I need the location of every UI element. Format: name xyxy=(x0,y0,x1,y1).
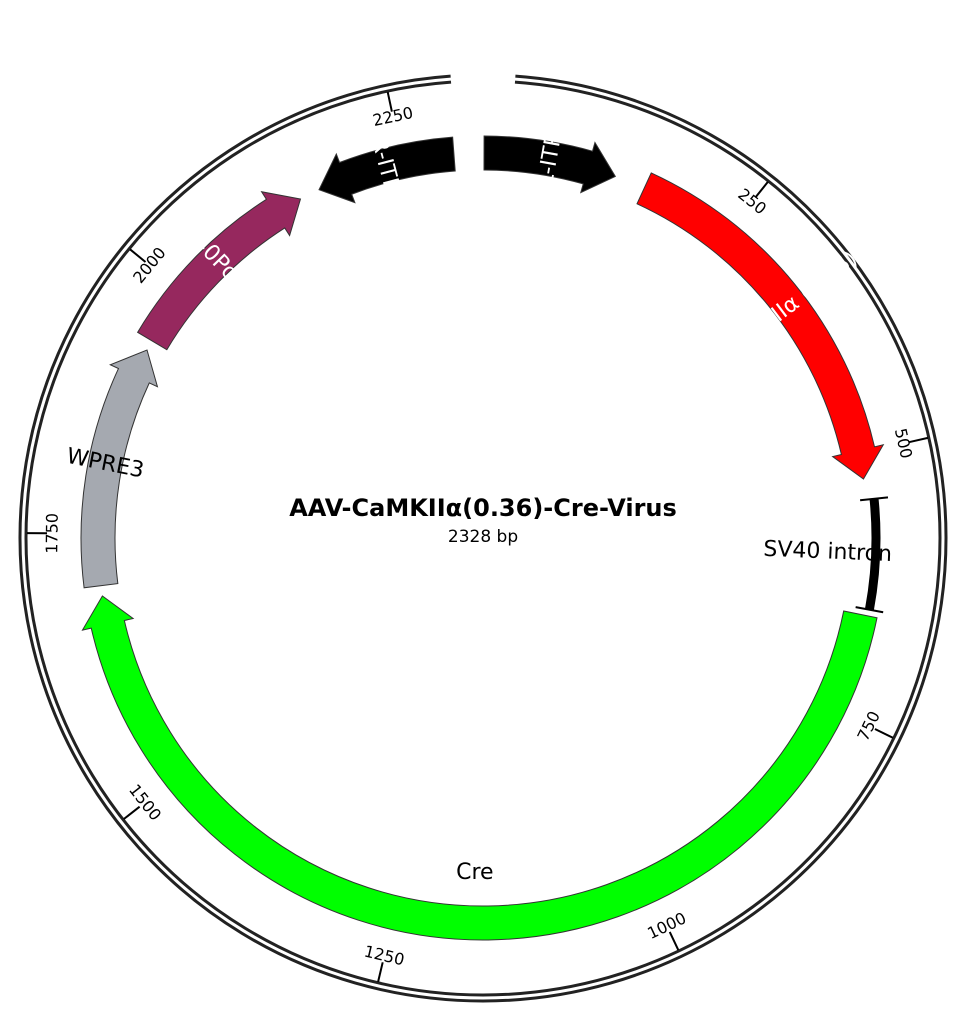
tick-mark xyxy=(908,436,929,444)
plasmid-name: AAV-CaMKIIα(0.36)-Cre-Virus xyxy=(289,494,677,522)
tick-label: 2250 xyxy=(371,103,415,130)
backbone-line xyxy=(24,80,942,997)
tick-label: 2000 xyxy=(129,243,169,287)
tick-mark xyxy=(754,181,769,199)
tick-label: 750 xyxy=(853,708,883,744)
tick-mark xyxy=(668,931,680,951)
sv40-intron-end-cap xyxy=(860,496,889,502)
sv40polya-feature xyxy=(136,191,302,351)
tick-mark xyxy=(874,728,894,739)
tick-label: 1000 xyxy=(644,908,689,943)
tick-mark xyxy=(129,248,147,263)
l-itr-feature xyxy=(483,135,617,194)
sv40-intron-label: SV40 intron xyxy=(763,537,893,567)
cre-feature xyxy=(81,595,878,941)
wpre3-feature xyxy=(80,349,159,589)
tick-mark xyxy=(123,805,141,820)
plasmid-length: 2328 bp xyxy=(448,527,518,547)
tick-label: 500 xyxy=(891,426,916,460)
camkiia-feature xyxy=(636,172,885,480)
cre-label: Cre xyxy=(456,860,493,885)
r-itr-feature xyxy=(318,136,456,204)
tick-label: 1250 xyxy=(362,942,406,970)
tick-label: 1500 xyxy=(125,780,165,824)
tick-label: 1750 xyxy=(42,513,61,554)
backbone-line xyxy=(18,74,948,1003)
sv40-intron-end-cap xyxy=(855,606,884,614)
tick-mark xyxy=(386,91,393,112)
tick-label: 250 xyxy=(734,184,770,218)
plasmid-backbone xyxy=(18,74,948,1003)
tick-mark xyxy=(377,962,384,983)
sv40-intron-feature xyxy=(864,498,881,611)
l-itr-label: L-ITR xyxy=(533,130,567,189)
